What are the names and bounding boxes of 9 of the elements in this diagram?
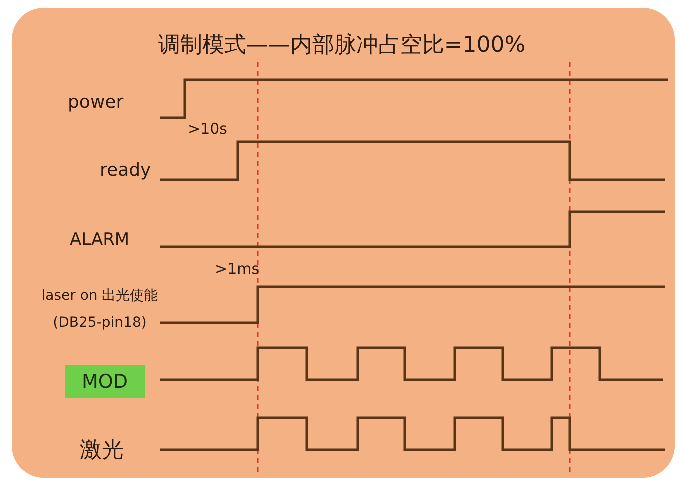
signal-name: power: [68, 92, 124, 113]
signal-name-box: MOD: [65, 365, 145, 398]
signal-name: ready: [100, 160, 152, 181]
signal-name: laser on 出光使能 (DB25-pin18): [40, 287, 160, 333]
signal-name: ALARM: [70, 230, 130, 250]
timing-label: >10s: [188, 120, 228, 138]
signal-name: 激光: [80, 437, 124, 465]
diagram-title: 调制模式——内部脉冲占空比=100%: [157, 32, 527, 60]
timing-label: >1ms: [215, 260, 260, 278]
